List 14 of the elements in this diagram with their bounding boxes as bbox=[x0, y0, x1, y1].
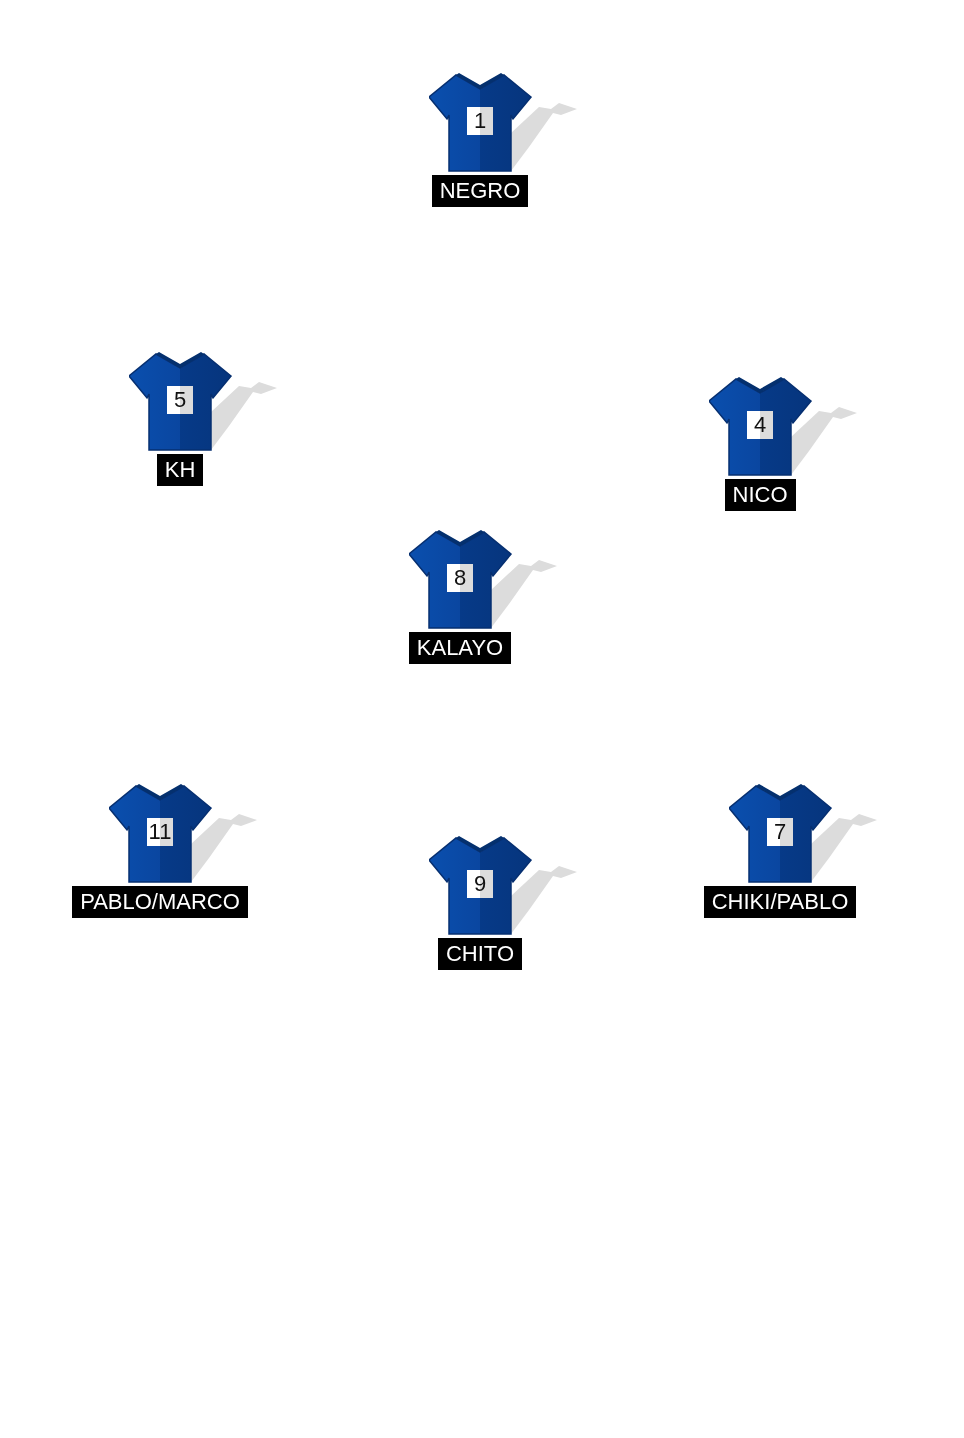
shirt-number: 8 bbox=[447, 564, 473, 592]
player-name-label: CHIKI/PABLO bbox=[703, 886, 857, 918]
player-name-label: NEGRO bbox=[431, 175, 529, 207]
shirt-number: 7 bbox=[767, 818, 793, 846]
player-name-label: PABLO/MARCO bbox=[72, 886, 248, 918]
player-name-label: NICO bbox=[724, 479, 796, 511]
player-name-label: KALAYO bbox=[408, 632, 512, 664]
shirt-number: 5 bbox=[167, 386, 193, 414]
shirt-number: 11 bbox=[147, 818, 173, 846]
player-name-label: KH bbox=[156, 454, 204, 486]
shirt-number: 4 bbox=[747, 411, 773, 439]
player-name-label: CHITO bbox=[437, 938, 522, 970]
shirt-number: 9 bbox=[467, 870, 493, 898]
shirt-number: 1 bbox=[467, 107, 493, 135]
